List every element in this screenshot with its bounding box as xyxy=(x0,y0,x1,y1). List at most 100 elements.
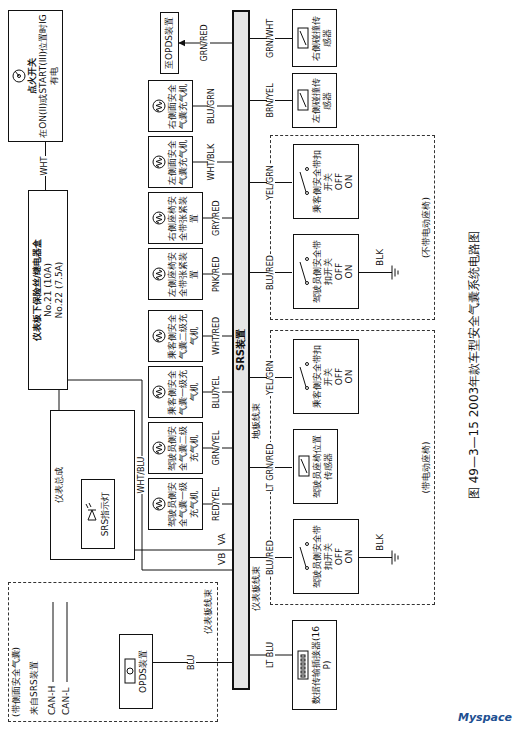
component-note: ON xyxy=(344,522,355,591)
squib-symbol xyxy=(152,140,166,184)
wire-color: GRY/RED xyxy=(213,199,222,237)
wire-color: WHT/RED xyxy=(213,316,222,356)
component-name: 左侧碰撞传感器 xyxy=(311,76,333,125)
component-note: OFF xyxy=(334,237,345,306)
component-name: 乘客侧安全气囊一级充气机 xyxy=(167,369,199,415)
harness-name: 仪表板线束 xyxy=(204,588,214,635)
squib-symbol xyxy=(152,84,166,128)
can-lines xyxy=(53,602,67,682)
component-name: 乘客侧安全气囊二级充气机 xyxy=(167,313,199,359)
opds-unit: OPDS装置 xyxy=(119,634,153,709)
component-name: 驾驶员侧安全气囊一级充气机 xyxy=(167,481,199,527)
pin-name: VA xyxy=(218,532,228,546)
wire-color: GRN/RED xyxy=(201,23,210,62)
position-sensor: 驾驶员座椅位置传感器 xyxy=(293,429,338,504)
wire-connector xyxy=(203,336,232,337)
sw-symbol xyxy=(297,535,311,579)
component-note: OFF xyxy=(334,522,345,591)
squib-symbol xyxy=(152,482,166,526)
side-airbag-inflator: 右侧面安全气囊充气机 xyxy=(148,80,193,132)
pin-name: VB xyxy=(218,552,228,566)
wire-color: RED/YEL xyxy=(213,486,222,522)
component-note: OFF xyxy=(334,147,345,216)
impact-sensor: 右侧碰撞传感器 xyxy=(292,9,337,67)
squib-symbol xyxy=(152,196,166,240)
wire-color: GRN/YEL xyxy=(213,430,222,467)
harness-name: 仪表板线束 xyxy=(252,565,262,612)
impact-sensor: 左侧碰撞传感器 xyxy=(292,73,337,128)
wire-connector xyxy=(250,272,292,273)
component-note: ON xyxy=(344,342,355,411)
wire-connector xyxy=(152,662,232,663)
ground-symbol xyxy=(358,551,398,565)
option-region: (带电动座椅)驾驶员侧安全带扣开关OFFON驾驶员座椅位置传感器乘客侧安全带扣开… xyxy=(270,330,435,605)
belt-tensioner: 右侧座椅安全带张紧装置 xyxy=(148,192,203,244)
component-note: ON xyxy=(344,237,355,306)
component-name: 数据传输插接器(16P) xyxy=(311,623,333,707)
component-name: SRS装置 xyxy=(235,13,247,687)
wire-color: LT BLU xyxy=(267,641,276,669)
squib-symbol xyxy=(152,426,166,470)
option-region: (带侧面安全气囊)OPDS装置 xyxy=(8,582,218,722)
connector-group xyxy=(46,39,293,663)
wire-color: GRN/WHT xyxy=(267,18,276,59)
component-name: 右侧座椅安全带张紧装置 xyxy=(167,195,199,241)
component-name: 点火开关 xyxy=(27,13,38,139)
wire-connector xyxy=(45,142,46,190)
component-name: 左侧座椅安全带张紧装置 xyxy=(167,251,199,297)
wire-color: BLK xyxy=(376,533,386,552)
buckle-switch: 驾驶员侧安全带扣开关OFFON xyxy=(293,234,359,309)
wire-connector xyxy=(203,218,232,219)
sens-symbol xyxy=(296,79,310,123)
component-name: 左侧面安全气囊充气机 xyxy=(167,139,189,185)
component-name: (不带电动座椅) xyxy=(421,197,432,258)
wire-connector xyxy=(250,182,292,183)
squib-symbol xyxy=(152,252,166,296)
opds-symbol xyxy=(123,650,137,694)
side-airbag-inflator: 左侧面安全气囊充气机 xyxy=(148,136,193,188)
component-note: 在ON(II)或START(III)位置时IG有电 xyxy=(38,13,60,139)
wire-color: BLU/YEL xyxy=(213,375,222,410)
squib-symbol xyxy=(152,314,166,358)
airbag-inflator: 驾驶员侧安全气囊一级充气机 xyxy=(148,478,203,530)
buckle-switch: 驾驶员侧安全带扣开关OFFON xyxy=(293,519,359,594)
component-name: 驾驶员侧安全带扣开关 xyxy=(312,522,334,591)
wire-color: BLU/GRN xyxy=(208,87,217,125)
wire-connector xyxy=(203,392,232,393)
ignition-switch: 点火开关在ON(II)或START(III)位置时IG有电 xyxy=(8,10,63,142)
sens-symbol xyxy=(297,445,311,489)
wire-color: WHT xyxy=(41,156,50,177)
figure-caption: 图 49—3—15 2003年款车型安全气囊系统电路图 xyxy=(466,90,483,640)
sw-symbol xyxy=(297,355,311,399)
airbag-inflator: 驾驶员侧安全气囊二级充气机 xyxy=(148,422,203,474)
component-name: 右侧碰撞传感器 xyxy=(311,12,333,64)
squib-symbol xyxy=(152,370,166,414)
wire-color: WHT/BLU xyxy=(138,456,147,495)
harness-name: 地板线束 xyxy=(252,402,262,440)
conn-symbol xyxy=(296,643,310,687)
wire-connector xyxy=(193,162,232,163)
belt-tensioner: 左侧座椅安全带张紧装置 xyxy=(148,248,203,300)
component-note: No.22 (7.5A) xyxy=(54,193,65,387)
wire-connector xyxy=(250,377,292,378)
wire-color: PNK/RED xyxy=(213,255,222,293)
component-name: 仪表板下保险丝/继电器盒 xyxy=(32,193,43,387)
wire-color: BLK xyxy=(376,248,386,267)
fuse-relay-box: 仪表板下保险丝/继电器盒No.21 (10A)No.22 (7.5A) xyxy=(28,190,68,390)
airbag-inflator: 乘客侧安全气囊一级充气机 xyxy=(148,366,203,418)
signal-source: 来自SRS装置 xyxy=(30,660,40,716)
component-name: 驾驶员侧安全带扣开关 xyxy=(312,237,334,306)
ground-symbol xyxy=(358,266,398,280)
wire-connector xyxy=(250,100,292,101)
component-name: 驾驶员侧安全气囊二级充气机 xyxy=(167,425,199,471)
sens-symbol xyxy=(296,16,310,60)
buckle-switch: 乘客侧安全带扣开关OFFON xyxy=(293,339,359,414)
sw-symbol xyxy=(297,160,311,204)
destination-box: 至OPDS装置 xyxy=(160,12,179,74)
gauge-assembly: 仪表总成SRS指示灯 xyxy=(50,410,135,560)
wire-connector xyxy=(203,504,232,505)
indicator-lamp: SRS指示灯 xyxy=(81,479,115,549)
component-name: 乘客侧安全带扣开关 xyxy=(312,147,334,216)
component-note: OFF xyxy=(334,342,345,411)
